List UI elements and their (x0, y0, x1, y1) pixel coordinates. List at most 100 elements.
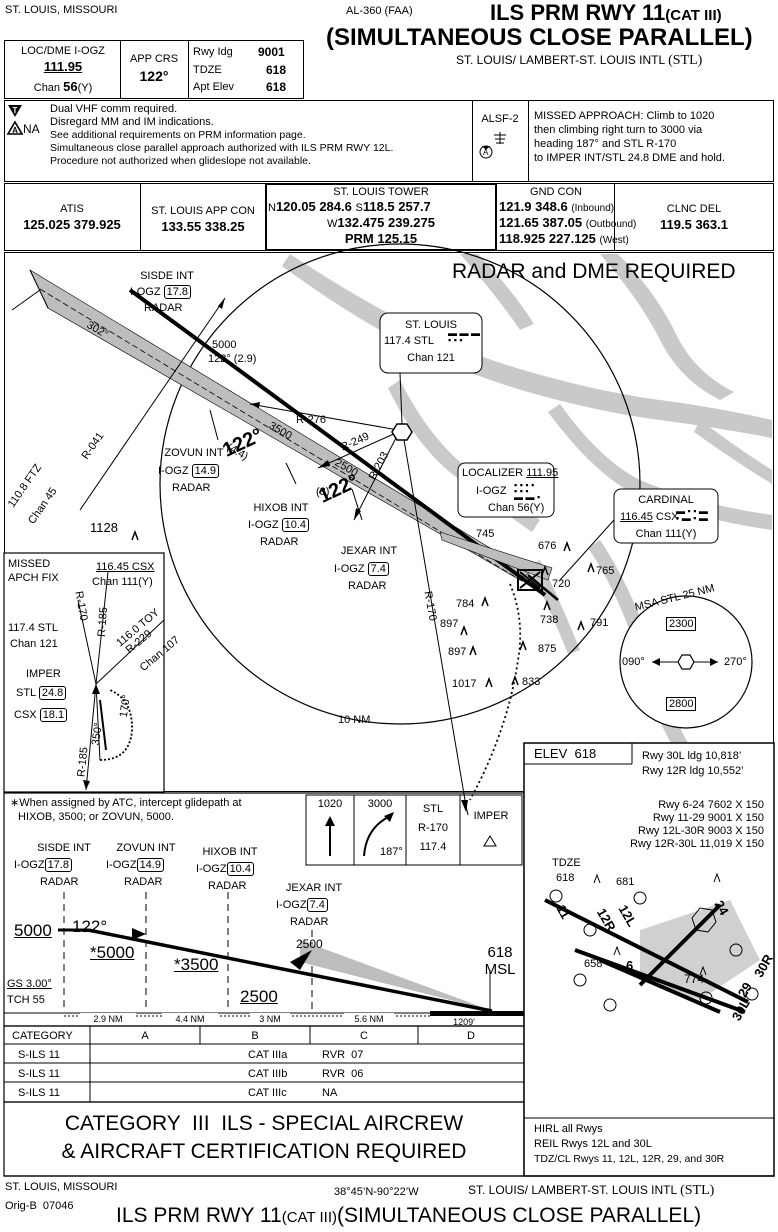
inset-csx-dme-box: 18.1 (39, 708, 68, 722)
minima-row3-cat: CAT IIIc (248, 1087, 287, 1099)
loc-chan-num: 56 (63, 79, 78, 94)
header-city: ST. LOUIS, MISSOURI (5, 4, 118, 16)
obs-897b: 897 (448, 646, 467, 658)
cardinal-id: CSX (655, 511, 679, 523)
minima-hdr-c: C (360, 1030, 368, 1042)
stl-vortac-icon (391, 423, 413, 441)
prof-zovun-id-text: I-OGZ (106, 859, 137, 871)
hixob-dme: 10.4 (281, 518, 310, 532)
stl-vortac-chan: Chan 121 (407, 352, 455, 364)
hixob-radar: RADAR (260, 536, 299, 548)
msa-090: 090° (622, 656, 645, 668)
loc-freq: 111.95 (43, 59, 83, 74)
prof-d4: 5.6 NM (344, 1013, 394, 1025)
obs-784: 784 (456, 598, 475, 610)
clnc-label: CLNC DEL (666, 203, 722, 215)
minima-row2-rvr: RVR 06 (322, 1068, 364, 1080)
zovun-label: ZOVUN INT (164, 447, 224, 459)
prof-d2: 4.4 NM (162, 1013, 218, 1025)
ma-icon-187: 187° (380, 846, 403, 858)
inset-r185: R-185 (95, 606, 111, 638)
prof-sisde: SISDE INT (37, 842, 91, 854)
ad-lbl-6: 6 (626, 958, 634, 973)
jexar-dme: 7.4 (367, 562, 389, 576)
prof-hixob-id-text: I-OGZ (196, 863, 227, 875)
footer-title-main: ILS PRM RWY 11 (116, 1204, 282, 1227)
ad-obs681: 681 (616, 876, 635, 888)
obs-720: 720 (552, 578, 571, 590)
sisde-id: I-OGZ 17.8 (130, 285, 192, 299)
approach-lights-icon (479, 132, 506, 159)
prm-freq: PRM 125.15 (344, 231, 418, 246)
tower-n-freq: 120.05 284.6 (275, 199, 352, 214)
tdze-value: 618 (266, 63, 287, 77)
prof-d5: 1209' (453, 1017, 475, 1027)
alt-5000: 5000 (212, 339, 237, 351)
ad-obs658: 658 (584, 958, 603, 970)
note-line1: Dual VHF comm required. (50, 103, 178, 115)
localizer-id: I-OGZ (476, 485, 507, 497)
footer-airport-name: ST. LOUIS/ LAMBERT-ST. LOUIS INTL (468, 1183, 677, 1197)
obs-875: 875 (538, 643, 557, 655)
msa-2800: 2800 (666, 697, 697, 711)
msa-2800-box: 2800 (666, 697, 697, 711)
footer-city: ST. LOUIS, MISSOURI (5, 1181, 118, 1193)
localizer-freq: 111.95 (526, 467, 559, 479)
inset-stl-chan: Chan 121 (10, 638, 58, 650)
obs-738: 738 (540, 614, 559, 626)
localizer-name-text: LOCALIZER (462, 467, 524, 479)
ad-rwy4: Rwy 12R-30L 11,019 X 150 (630, 838, 764, 850)
title-cat: (CAT III) (665, 7, 722, 24)
jexar-id-text: I-OGZ (334, 563, 365, 575)
prof-star-3500: *3500 (174, 955, 219, 974)
footer-title-cat: (CAT III) (281, 1209, 338, 1226)
loc-chan-label: Chan (33, 82, 61, 94)
localizer-morse: ▪ ▪ ▪ ▪▪ ▪ ▪▬ ▬ ▪ (514, 480, 541, 502)
inset-csx-dme: CSX 18.1 (14, 708, 68, 722)
app-con-freq: 133.55 338.25 (161, 219, 245, 234)
cardinal-freq: 116.45 (620, 511, 653, 523)
dist-3: (3) (316, 486, 330, 498)
obs-1128: 1128 (90, 520, 118, 535)
gnd-row3: 118.925 227.125 (West) (499, 232, 629, 248)
note-line5: Procedure not authorized when glideslope… (50, 155, 311, 167)
localizer-chan: Chan 56(Y) (488, 502, 545, 514)
prof-msl: MSL (484, 961, 516, 978)
gnd3-freq: 118.925 227.125 (499, 231, 596, 246)
obs-833: 833 (522, 676, 541, 688)
tower-n-row: N120.05 284.6 S118.5 257.7 (268, 200, 431, 215)
gnd3-note: (West) (599, 235, 629, 246)
gnd2-freq: 121.65 387.05 (499, 215, 583, 230)
sisde-id-text: I-OGZ (130, 286, 161, 298)
ma-icon-r170: R-170 (418, 822, 448, 834)
obs-897a: 897 (440, 618, 459, 630)
alsf-label: ALSF-2 (481, 113, 519, 125)
triangle-a-icon: A (6, 120, 24, 135)
minima-row3-name: S-ILS 11 (18, 1087, 60, 1099)
prof-hixob-dme: 10.4 (226, 862, 254, 876)
footer-coords: 38°45’N-90°22’W (334, 1186, 419, 1198)
missed-line3: heading 187° and STL R-170 (534, 138, 677, 150)
cardinal-name: CARDINAL (638, 494, 694, 506)
inset-csx-chan: Chan 111(Y) (92, 576, 153, 588)
ad-elev: ELEV 618 (534, 747, 596, 761)
footer-airport-id: (STL) (680, 1183, 715, 1198)
hixob-id: I-OGZ 10.4 (248, 518, 310, 532)
title-line1: ILS PRM RWY 11(CAT III) (490, 1, 722, 28)
prof-jexar: JEXAR INT (285, 882, 343, 894)
header-airport-name: ST. LOUIS/ LAMBERT-ST. LOUIS INTL (456, 53, 665, 67)
alsf-circle-a: A (483, 148, 489, 157)
app-con-label: ST. LOUIS APP CON (151, 205, 255, 217)
prof-jexar-dme: 7.4 (306, 898, 328, 912)
svg-text:A: A (12, 126, 18, 135)
stl-morse: ▬ ▬ ▬▪ ▪ ▪ (448, 328, 481, 345)
prof-zovun-radar: RADAR (124, 876, 163, 888)
notes-box (4, 100, 774, 182)
prof-gs: GS 3.00° (7, 978, 52, 990)
title-main: ILS PRM RWY 11 (490, 0, 666, 25)
inset-stl-dme: STL 24.8 (16, 686, 67, 700)
profile-note1: ∗When assigned by ATC, intercept glidepa… (10, 797, 242, 809)
ad-elev-label: ELEV (534, 746, 568, 761)
